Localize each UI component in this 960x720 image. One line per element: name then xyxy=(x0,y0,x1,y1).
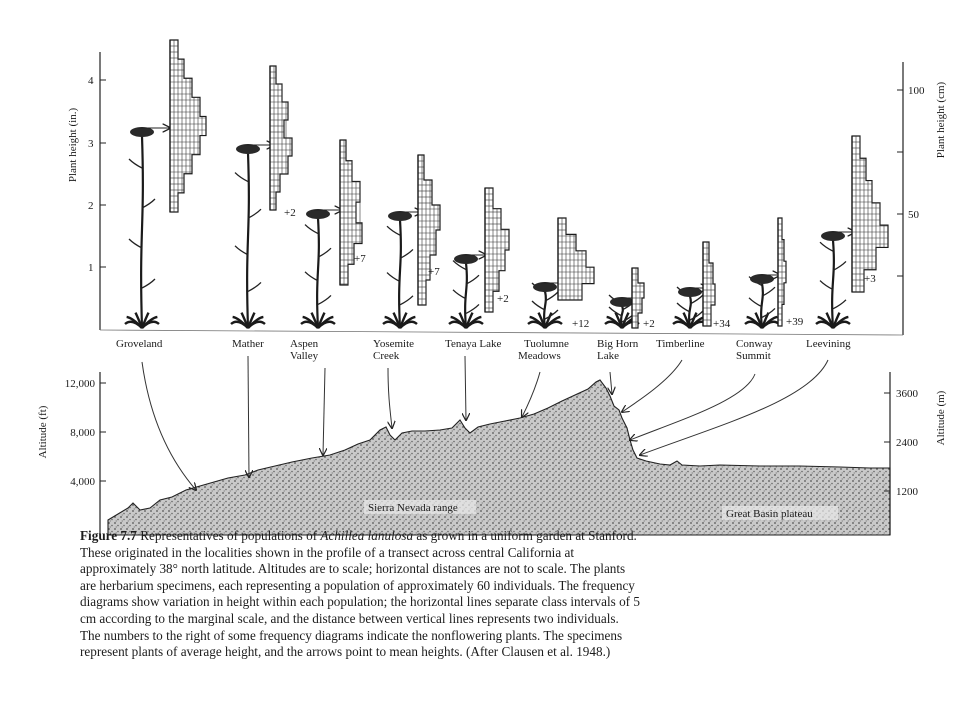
locality-yosemite-creek-2: Creek xyxy=(373,350,400,362)
nonflowering-tuolumne-meadows: +2 xyxy=(497,293,509,305)
histogram-aspen-valley xyxy=(339,139,363,286)
tick-4000ft: 4,000 xyxy=(70,476,95,488)
region-sierra-nevada: Sierra Nevada range xyxy=(368,502,458,514)
locality-big-horn-lake-2: Lake xyxy=(597,350,619,362)
histogram-yosemite-creek xyxy=(417,154,441,306)
histogram-timberline xyxy=(702,241,716,327)
altitude-profile-panel: 12,000 8,000 4,000 Altitude (ft) 3600 24… xyxy=(37,355,947,536)
pointer-yosemite-creek xyxy=(388,367,392,428)
right-altitude-axis-label: Altitude (m) xyxy=(935,390,947,445)
pointer-conway-summit xyxy=(630,373,756,440)
nonflowering-yosemite-creek: +7 xyxy=(354,253,366,265)
histogram-tuolumne-meadows xyxy=(557,217,595,301)
nonflowering-counts: +2 +7 +7 +2 +12 +2 +34 +39 +3 xyxy=(284,207,876,330)
region-great-basin: Great Basin plateau xyxy=(726,508,813,520)
tick-3in: 3 xyxy=(88,138,94,150)
caption-species: Achillea lanulosa xyxy=(320,528,414,543)
nonflowering-big-horn-lake: +12 xyxy=(572,318,589,330)
locality-groveland: Groveland xyxy=(116,338,163,350)
plant-tuolumne-meadows xyxy=(527,282,565,329)
locality-pointer-lines xyxy=(141,355,829,490)
pointer-timberline xyxy=(622,359,683,412)
locality-aspen-valley-1: Aspen xyxy=(290,338,319,350)
caption-text-a: Representatives of populations of xyxy=(140,528,318,543)
histogram-groveland xyxy=(169,39,207,213)
tick-2400m: 2400 xyxy=(896,437,919,449)
locality-tuolumne-meadows-2: Meadows xyxy=(518,350,561,362)
histogram-tenaya-lake xyxy=(484,187,510,313)
right-plant-ticks: 100 50 xyxy=(897,85,925,277)
tick-50cm: 50 xyxy=(908,209,920,221)
tick-1in: 1 xyxy=(88,262,94,274)
pointer-big-horn-lake xyxy=(610,371,612,394)
nonflowering-aspen-valley: +2 xyxy=(284,207,296,219)
frequency-diagrams xyxy=(169,39,889,329)
terrain-profile xyxy=(107,379,891,536)
plant-aspen-valley xyxy=(300,209,342,329)
histogram-conway-summit xyxy=(777,217,787,327)
right-plant-axis-label: Plant height (cm) xyxy=(935,81,947,158)
locality-yosemite-creek-1: Yosemite xyxy=(373,338,414,350)
locality-conway-summit-2: Summit xyxy=(736,350,771,362)
plant-tenaya-lake xyxy=(448,254,486,329)
plant-yosemite-creek xyxy=(382,211,422,329)
locality-tenaya-lake: Tenaya Lake xyxy=(445,338,501,350)
tick-8000ft: 8,000 xyxy=(70,427,95,439)
plant-conway-summit xyxy=(744,274,780,329)
locality-mather: Mather xyxy=(232,338,264,350)
tick-1200m: 1200 xyxy=(896,486,919,498)
plant-mather xyxy=(230,144,274,329)
left-altitude-axis-label: Altitude (ft) xyxy=(37,405,49,458)
locality-timberline: Timberline xyxy=(656,338,705,350)
nonflowering-conway-summit: +34 xyxy=(713,318,731,330)
tick-2in: 2 xyxy=(88,200,94,212)
locality-aspen-valley-2: Valley xyxy=(290,350,319,362)
locality-leevining: Leevining xyxy=(806,338,851,350)
locality-big-horn-lake-1: Big Horn xyxy=(597,338,639,350)
nonflowering-leevining: +39 xyxy=(786,316,804,328)
tick-3600m: 3600 xyxy=(896,388,919,400)
plant-height-panel: 1 2 3 4 Plant height (in.) 100 50 Plant … xyxy=(67,39,947,362)
figure-label: Figure 7.7 xyxy=(80,528,137,543)
figure-caption: Figure 7.7 Representatives of population… xyxy=(80,528,640,661)
histogram-mather xyxy=(269,65,293,211)
nonflowering-timberline: +2 xyxy=(643,318,655,330)
pointer-aspen-valley xyxy=(323,367,325,455)
locality-tuolumne-meadows-1: Tuolumne xyxy=(524,338,569,350)
histogram-big-horn-lake xyxy=(631,267,645,329)
pointer-leevining xyxy=(640,359,829,455)
pointer-tuolumne-meadows xyxy=(522,371,541,417)
left-plant-axis-label: Plant height (in.) xyxy=(67,108,79,183)
plant-groveland xyxy=(124,127,170,329)
nonflowering-tenaya-lake: +7 xyxy=(428,266,440,278)
tick-12000ft: 12,000 xyxy=(65,378,96,390)
plant-leevining xyxy=(815,231,855,329)
tick-100cm: 100 xyxy=(908,85,925,97)
pointer-mather xyxy=(248,355,249,477)
locality-labels: Groveland Mather Aspen Valley Yosemite C… xyxy=(116,338,851,362)
caption-text-b: as grown in a uniform garden at Stanford… xyxy=(80,528,640,660)
pointer-groveland xyxy=(141,361,196,490)
tick-4in: 4 xyxy=(88,75,94,87)
pointer-tenaya-lake xyxy=(465,355,466,420)
nonflowering-extra: +3 xyxy=(864,273,876,285)
left-plant-ticks: 1 2 3 4 xyxy=(88,75,106,274)
locality-conway-summit-1: Conway xyxy=(736,338,773,350)
histogram-leevining xyxy=(851,135,889,293)
